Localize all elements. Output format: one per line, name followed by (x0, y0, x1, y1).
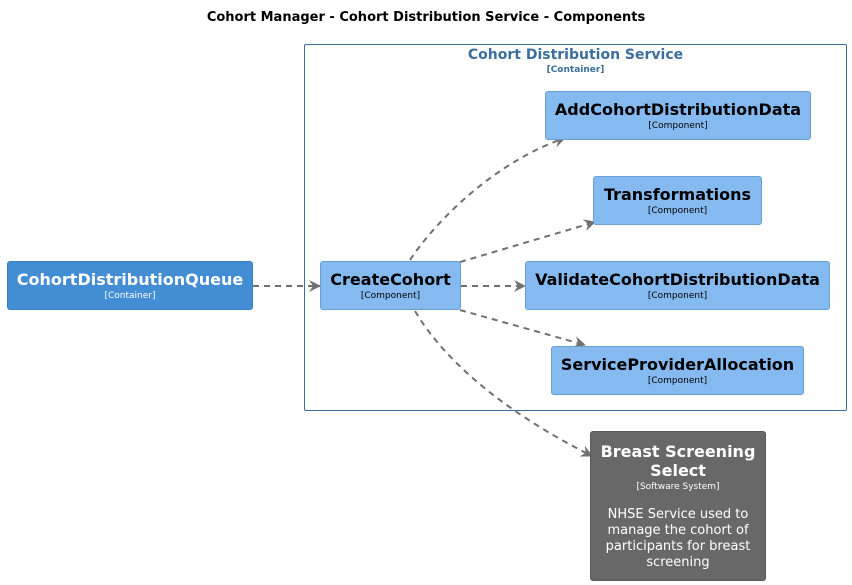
serviceproviderallocation-node[interactable]: ServiceProviderAllocation [Component] (551, 346, 804, 395)
edge-createcohort-to-bss (414, 310, 593, 457)
node-name: CohortDistributionQueue (16, 269, 244, 289)
node-type: [Component] (647, 375, 708, 386)
node-name: AddCohortDistributionData (554, 99, 802, 119)
node-name-line1: Breast Screening (600, 442, 756, 461)
node-description: NHSE Service used to manage the cohort o… (605, 507, 751, 570)
edge-createcohort-to-transformations (459, 219, 596, 263)
boundary-name: Cohort Distribution Service (467, 47, 684, 63)
edge-createcohort-to-allocation (459, 309, 586, 348)
node-name: CreateCohort (330, 269, 451, 289)
addcohortdistributiondata-node[interactable]: AddCohortDistributionData [Component] (545, 91, 811, 140)
diagram-title: Cohort Manager - Cohort Distribution Ser… (206, 10, 646, 25)
edge-createcohort-to-add (409, 135, 566, 261)
queue-node[interactable]: CohortDistributionQueue [Container] (7, 261, 253, 310)
createcohort-node[interactable]: CreateCohort [Component] (320, 261, 461, 310)
node-name: ServiceProviderAllocation (560, 354, 795, 374)
node-type: [Component] (360, 290, 421, 301)
node-name: ValidateCohortDistributionData (535, 269, 820, 289)
node-type: [Container] (104, 290, 156, 301)
transformations-node[interactable]: Transformations [Component] (593, 176, 762, 225)
container-boundary: Cohort Distribution Service [Container] (304, 44, 847, 411)
node-type: [Software System] (636, 482, 720, 492)
breast-screening-select-node[interactable]: Breast Screening Select [Software System… (590, 431, 766, 581)
node-type: [Component] (647, 290, 708, 301)
node-name-line2: Select (650, 461, 706, 480)
boundary-type: [Container] (546, 65, 605, 75)
node-type: [Component] (647, 205, 708, 216)
validatecohortdistributiondata-node[interactable]: ValidateCohortDistributionData [Componen… (525, 261, 830, 310)
node-name: Transformations (603, 184, 752, 204)
node-type: [Component] (648, 120, 708, 131)
